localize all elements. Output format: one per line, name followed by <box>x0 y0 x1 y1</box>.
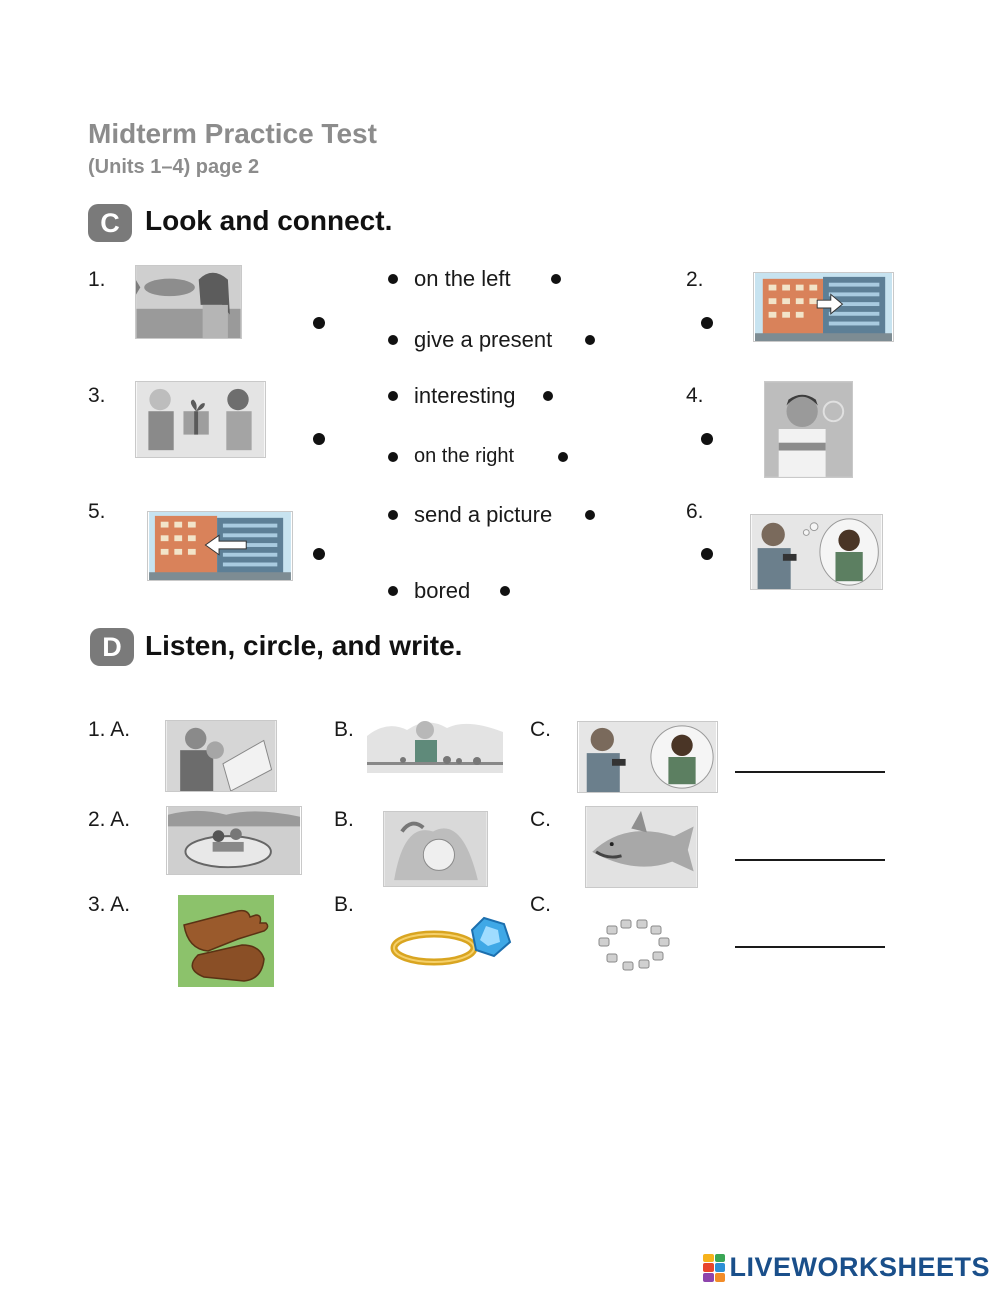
page-title: Midterm Practice Test <box>88 118 377 149</box>
d-row-2-b-label: B. <box>334 808 354 831</box>
phrase-2-left-dot[interactable] <box>388 335 398 345</box>
send-picture-image <box>750 514 883 590</box>
answer-blank-2[interactable] <box>735 859 885 861</box>
gloves-image[interactable] <box>178 895 274 987</box>
c-picture-1-number: 1. <box>88 268 106 291</box>
shark-image[interactable] <box>585 806 698 888</box>
logo-block-3 <box>703 1263 714 1272</box>
section-d-title: Listen, circle, and write. <box>145 630 463 661</box>
treasure-image[interactable] <box>383 811 488 887</box>
d-row-1-b-label: B. <box>334 718 354 741</box>
raft-image[interactable] <box>166 806 302 875</box>
logo-block-1 <box>703 1253 714 1263</box>
d-row-1-a-label: 1. A. <box>88 718 131 741</box>
logo-block-2 <box>714 1253 726 1263</box>
couple-reading-image[interactable] <box>165 720 277 792</box>
c-picture-4-connector-dot[interactable] <box>701 433 713 445</box>
answer-blank-1[interactable] <box>735 771 885 773</box>
d-row-3-c-label: C. <box>530 893 551 916</box>
phrase-2-right-dot[interactable] <box>585 335 595 345</box>
c-picture-1-connector-dot[interactable] <box>313 317 325 329</box>
liveworksheets-logo-text: LIVEWORKSHEETS <box>729 1252 990 1282</box>
phrase-4-left-dot[interactable] <box>388 452 398 462</box>
liveworksheets-logo-icon <box>703 1253 726 1282</box>
phrase-3: interesting <box>414 383 516 408</box>
c-picture-2-number: 2. <box>686 268 704 291</box>
send-picture-image-2[interactable] <box>577 721 718 793</box>
give-present-image <box>135 381 266 458</box>
bored-boy-image <box>764 381 853 478</box>
phrase-1: on the left <box>414 266 511 291</box>
page-subtitle: (Units 1–4) page 2 <box>88 156 260 178</box>
d-row-2-a-label: 2. A. <box>88 808 131 831</box>
answer-blank-3[interactable] <box>735 946 885 948</box>
phrase-4-right-dot[interactable] <box>558 452 568 462</box>
c-picture-4-number: 4. <box>686 384 704 407</box>
d-row-1-c-label: C. <box>530 718 551 741</box>
phrase-3-left-dot[interactable] <box>388 391 398 401</box>
c-picture-5-connector-dot[interactable] <box>313 548 325 560</box>
section-d-badge: D <box>90 628 134 666</box>
c-picture-5-number: 5. <box>88 500 106 523</box>
phrase-5-left-dot[interactable] <box>388 510 398 520</box>
man-pieces-image[interactable] <box>367 716 503 773</box>
phrase-1-left-dot[interactable] <box>388 274 398 284</box>
ring-image[interactable] <box>388 912 512 972</box>
phrase-6-left-dot[interactable] <box>388 586 398 596</box>
girl-fish-image <box>135 265 242 339</box>
d-row-3-b-label: B. <box>334 893 354 916</box>
logo-block-5 <box>703 1272 714 1282</box>
phrase-3-right-dot[interactable] <box>543 391 553 401</box>
logo-block-6 <box>714 1272 726 1282</box>
c-picture-6-connector-dot[interactable] <box>701 548 713 560</box>
liveworksheets-logo: LIVEWORKSHEETS <box>703 1252 990 1283</box>
d-row-2-c-label: C. <box>530 808 551 831</box>
section-c-badge: C <box>88 204 132 242</box>
phrase-4: on the right <box>414 445 515 467</box>
building-arrow-right-image <box>753 272 894 342</box>
c-picture-6-number: 6. <box>686 500 704 523</box>
phrase-6: bored <box>414 578 471 603</box>
necklace-image[interactable] <box>591 916 673 974</box>
d-row-3-a-label: 3. A. <box>88 893 131 916</box>
c-picture-3-number: 3. <box>88 384 106 407</box>
building-arrow-left-image <box>147 511 293 581</box>
phrase-6-right-dot[interactable] <box>500 586 510 596</box>
phrase-5-right-dot[interactable] <box>585 510 595 520</box>
phrase-5: send a picture <box>414 502 553 527</box>
logo-block-4 <box>714 1263 726 1272</box>
c-picture-2-connector-dot[interactable] <box>701 317 713 329</box>
phrase-1-right-dot[interactable] <box>551 274 561 284</box>
c-picture-3-connector-dot[interactable] <box>313 433 325 445</box>
phrase-2: give a present <box>414 327 553 352</box>
section-c-title: Look and connect. <box>145 205 393 236</box>
